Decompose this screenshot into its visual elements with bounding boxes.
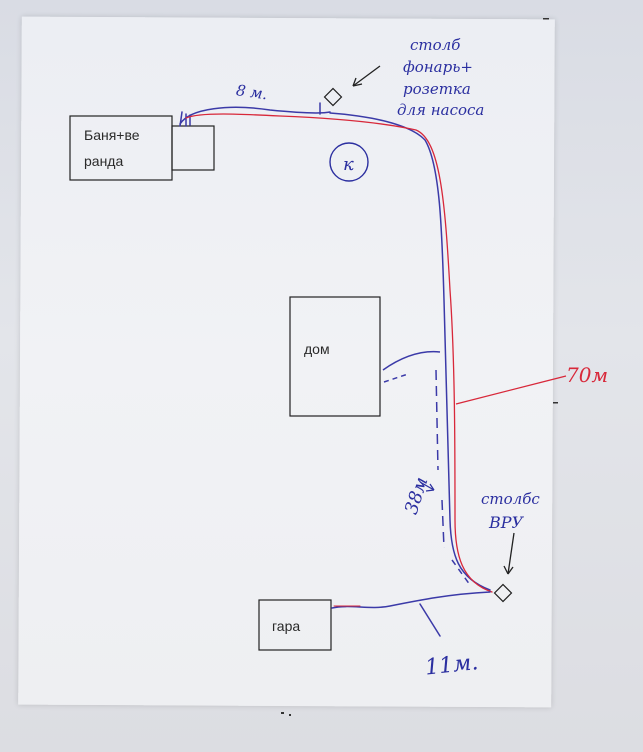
well-label: к [343, 154, 354, 175]
garage-building: гара [258, 599, 332, 651]
arrow-38 [419, 481, 435, 492]
top-post-note: столб фонарь+ розетка для насоса [397, 36, 484, 119]
house-building: дом [289, 296, 381, 417]
cable-red [185, 113, 493, 593]
well-marker: к [329, 142, 369, 182]
bottom-post-note-line1: столбс [481, 490, 540, 508]
house-label: дом [304, 341, 330, 357]
bottom-post-diamond [493, 583, 513, 603]
garage-label: гара [272, 618, 300, 634]
dist-70m-label: 70м [566, 363, 608, 387]
top-post-note-line2: фонарь+ [403, 58, 473, 76]
banya-label-line1: Баня+ве [84, 127, 140, 143]
top-post-note-line1: столб [410, 36, 461, 54]
top-post-diamond [323, 87, 343, 107]
bottom-post-note: столбс ВРУ [481, 490, 540, 532]
arrow-top-post [352, 65, 381, 87]
banya-label-line2: ранда [84, 153, 123, 169]
banya-building: Баня+ве ранда [69, 115, 215, 181]
cable-blue [179, 102, 491, 591]
top-post-note-line3: розетка [403, 80, 471, 98]
cable-to-house [382, 350, 471, 586]
dist-8m-label: 8 м. [235, 81, 269, 103]
bottom-post-note-line2: ВРУ [488, 513, 525, 532]
top-post-note-line4: для насоса [397, 101, 484, 119]
margin-marks [281, 18, 558, 716]
cable-to-garage [331, 591, 491, 637]
arrow-bottom-post [503, 532, 515, 575]
dist-11m-label: 11м. [424, 650, 480, 680]
dist-38m-label: 38м [401, 474, 433, 516]
veranda-annex [171, 125, 215, 171]
leader-70m [455, 375, 567, 405]
